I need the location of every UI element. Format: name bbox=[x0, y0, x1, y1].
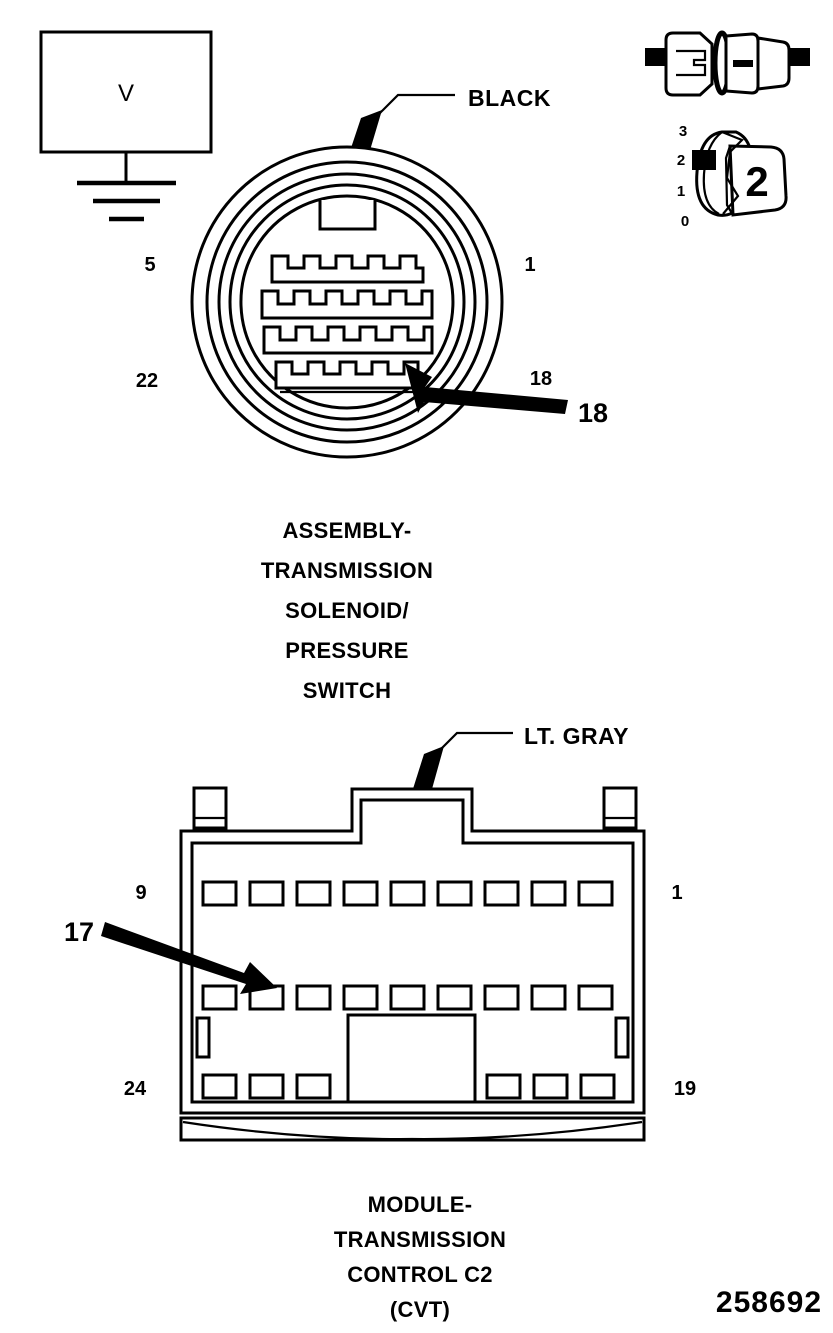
round-caption-line-2: TRANSMISSION bbox=[261, 558, 433, 583]
callout-17-arrow bbox=[101, 922, 277, 994]
inline-connector-plug-key bbox=[733, 60, 753, 67]
dial-scale-label-3: 3 bbox=[679, 123, 687, 140]
voltmeter-group: V bbox=[39, 30, 213, 222]
round-connector-face bbox=[239, 194, 455, 410]
round-connector-pin-row-4 bbox=[274, 360, 420, 390]
round-caption-line-1: ASSEMBLY- bbox=[282, 518, 411, 543]
callout-18-label: 18 bbox=[578, 398, 608, 428]
dial-scale-label-2: 2 bbox=[677, 152, 685, 169]
round-connector-pin-label-top-left: 5 bbox=[144, 254, 155, 276]
rect-connector-pin-label-bottom-right: 19 bbox=[674, 1078, 696, 1100]
round-connector-pin-label-bottom-left: 22 bbox=[136, 370, 158, 392]
rect-caption-line-1: MODULE- bbox=[368, 1192, 473, 1217]
rect-cavity bbox=[532, 1073, 569, 1100]
rect-cavity bbox=[389, 984, 426, 1011]
round-connector-pin-row-2 bbox=[260, 289, 434, 320]
rect-connector-pin-label-bottom-left: 24 bbox=[124, 1078, 147, 1100]
figure-part-number: 258692 bbox=[716, 1286, 822, 1319]
rect-connector bbox=[179, 786, 646, 1142]
rect-cavity bbox=[389, 880, 426, 907]
dial-disc-inner-edge bbox=[702, 131, 723, 215]
round-connector-pin-label-top-right: 1 bbox=[524, 254, 535, 276]
round-connector-pin-callout: 18 bbox=[405, 363, 608, 428]
round-connector-keyway bbox=[318, 200, 377, 231]
rect-connector-slot-left bbox=[195, 1016, 211, 1059]
round-connector-wire-color: BLACK bbox=[468, 85, 551, 111]
rect-cavity bbox=[485, 1073, 522, 1100]
rect-caption-line-3: CONTROL C2 bbox=[347, 1262, 493, 1287]
rect-cavity bbox=[201, 984, 238, 1011]
rect-connector-pin-label-top-right: 1 bbox=[671, 882, 682, 904]
rect-cavity bbox=[483, 880, 520, 907]
rect-connector-caption: MODULE- TRANSMISSION CONTROL C2 (CVT) bbox=[334, 1192, 506, 1322]
rect-connector-inner-body bbox=[190, 798, 635, 1104]
rect-connector-cavity-row-bottom bbox=[201, 1073, 616, 1100]
rect-connector-base-curve bbox=[182, 1120, 643, 1141]
round-connector bbox=[190, 145, 504, 459]
rect-cavity bbox=[248, 1073, 285, 1100]
rect-cavity bbox=[201, 1073, 238, 1100]
rect-connector-cavity-row-middle bbox=[201, 984, 614, 1011]
ltgray-label-leader-line bbox=[436, 731, 513, 754]
callout-17-label: 17 bbox=[64, 917, 94, 947]
rect-connector-wire-color: LT. GRAY bbox=[524, 723, 629, 749]
voltmeter-symbol: V bbox=[118, 80, 134, 107]
rect-cavity bbox=[342, 880, 379, 907]
rect-connector-cavity-row-top bbox=[201, 880, 614, 907]
round-connector-pin-label-bottom-right: 18 bbox=[530, 368, 552, 390]
round-caption-line-3: SOLENOID/ bbox=[285, 598, 409, 623]
round-caption-line-5: SWITCH bbox=[303, 678, 392, 703]
voltmeter-box bbox=[39, 30, 213, 154]
round-connector-ring-3 bbox=[217, 172, 477, 432]
rect-cavity bbox=[295, 880, 332, 907]
rect-caption-line-4: (CVT) bbox=[390, 1297, 450, 1322]
dial-scale-label-1: 1 bbox=[677, 183, 685, 200]
rect-connector-color-callout: LT. GRAY bbox=[412, 723, 629, 792]
inline-connector-left-housing bbox=[664, 31, 714, 97]
rect-connector-center-key-block bbox=[346, 1013, 477, 1104]
inline-connector-left-slot bbox=[676, 49, 707, 77]
callout-18-arrow bbox=[405, 363, 568, 414]
inline-connector-plug-rear bbox=[756, 36, 791, 91]
rect-connector-pin-label-top-left: 9 bbox=[135, 882, 146, 904]
dial-index-marker bbox=[692, 150, 716, 170]
rect-cavity bbox=[295, 984, 332, 1011]
dial-selected-block bbox=[728, 144, 788, 217]
black-label-leader-line bbox=[374, 93, 455, 119]
rect-connector-outer-body bbox=[179, 787, 646, 1115]
rect-connector-tab-left bbox=[192, 786, 228, 830]
round-connector-pin-row-3 bbox=[262, 325, 434, 355]
rect-cavity bbox=[577, 880, 614, 907]
rect-cavity bbox=[579, 1073, 616, 1100]
rect-cavity bbox=[483, 984, 520, 1011]
rect-cavity bbox=[436, 880, 473, 907]
rect-cavity bbox=[342, 984, 379, 1011]
round-connector-ring-4 bbox=[228, 183, 466, 421]
round-connector-caption: ASSEMBLY- TRANSMISSION SOLENOID/ PRESSUR… bbox=[261, 518, 433, 703]
dial-selected-value: 2 bbox=[745, 158, 768, 205]
round-caption-line-4: PRESSURE bbox=[285, 638, 408, 663]
rect-connector-base bbox=[179, 1116, 646, 1142]
rect-cavity bbox=[248, 880, 285, 907]
rect-cavity bbox=[201, 880, 238, 907]
rect-caption-line-2: TRANSMISSION bbox=[334, 1227, 506, 1252]
rect-connector-tab-right bbox=[602, 786, 638, 830]
inline-connector-illustration bbox=[645, 30, 810, 97]
rect-cavity bbox=[436, 984, 473, 1011]
dial-selected-block-side bbox=[724, 145, 734, 216]
dial-notch-profile bbox=[721, 130, 744, 215]
rect-cavity bbox=[530, 984, 567, 1011]
round-connector-pin-row-1 bbox=[270, 254, 425, 284]
rect-cavity bbox=[530, 880, 567, 907]
ltgray-label-arrowhead bbox=[412, 746, 444, 792]
rect-cavity bbox=[295, 1073, 332, 1100]
rect-connector-slot-right bbox=[614, 1016, 630, 1059]
rect-connector-pin-callout: 17 bbox=[64, 917, 277, 994]
dial-scale-label-0: 0 bbox=[681, 213, 689, 230]
position-dial-group: 3 2 1 0 2 bbox=[677, 123, 788, 230]
rect-cavity bbox=[577, 984, 614, 1011]
round-connector-ring-2 bbox=[205, 160, 489, 444]
